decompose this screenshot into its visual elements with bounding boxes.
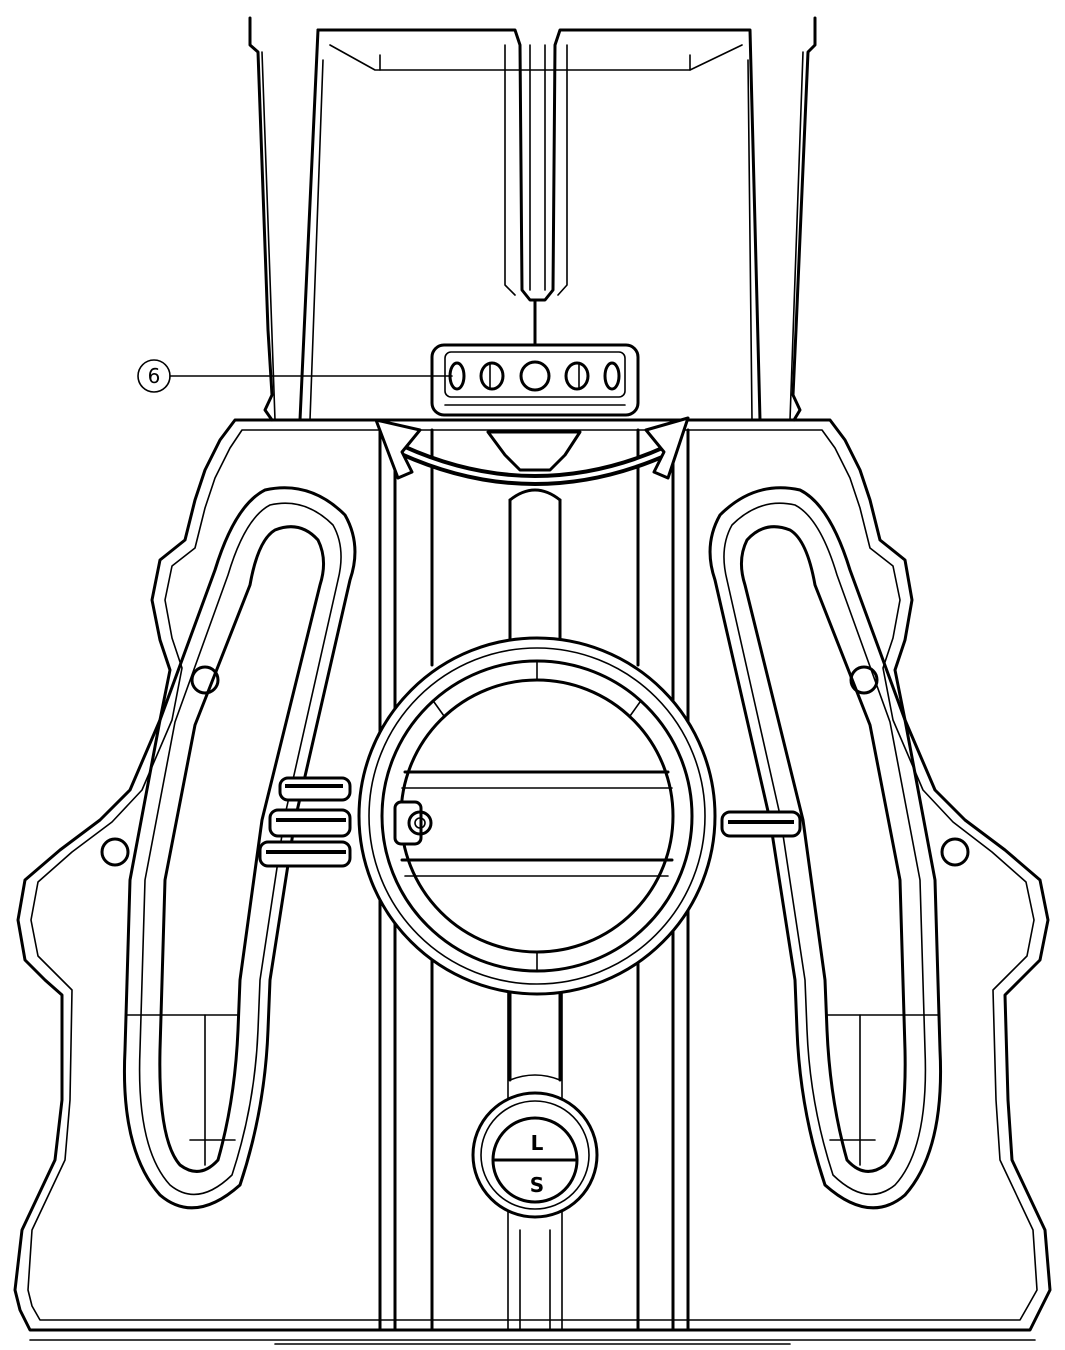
knob-bottom-label: S [530, 1173, 544, 1197]
callout-6: 6 [137, 359, 453, 393]
left-grip [258, 776, 352, 868]
rotation-arrow [374, 416, 690, 486]
knob-top-label: L [531, 1131, 544, 1155]
dial [357, 636, 717, 996]
upper-housing [248, 16, 817, 422]
right-grip [720, 810, 802, 838]
callout-6-number: 6 [148, 364, 161, 388]
lock-knob: L S [471, 1091, 599, 1219]
index-ring [430, 343, 640, 417]
